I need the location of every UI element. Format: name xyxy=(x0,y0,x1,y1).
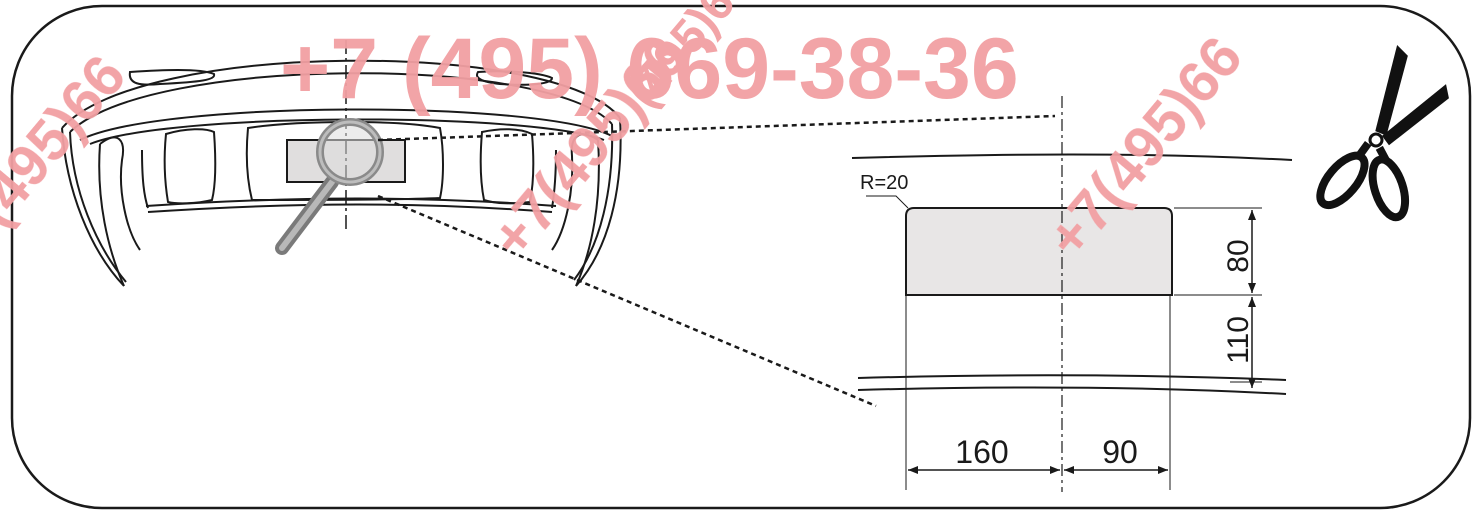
dim-label-110: 110 xyxy=(1222,316,1255,364)
bumper-drawing xyxy=(61,59,622,287)
radius-label: R=20 xyxy=(860,172,908,194)
watermark-phone: +7 (495) 669-38-36 xyxy=(280,21,1019,117)
dim-label-160: 160 xyxy=(955,434,1008,470)
leader-line-bottom xyxy=(377,194,877,408)
detail-drawing xyxy=(851,153,1293,395)
dim-label-80: 80 xyxy=(1222,239,1255,272)
scissors-icon xyxy=(1316,44,1449,222)
diagram-frame xyxy=(10,4,1472,510)
radius-leader xyxy=(866,195,909,209)
detail-cutout xyxy=(905,207,1173,296)
leader-line-top xyxy=(377,114,1056,142)
watermark: +7 (495) 669-38-36 (495)66 (495)66 +7(49… xyxy=(0,0,1255,270)
watermark-fragment-left: (495)66 xyxy=(0,43,138,238)
extension-lines xyxy=(905,207,1262,490)
dim-label-90: 90 xyxy=(1102,434,1138,470)
magnifier-icon xyxy=(275,118,384,255)
